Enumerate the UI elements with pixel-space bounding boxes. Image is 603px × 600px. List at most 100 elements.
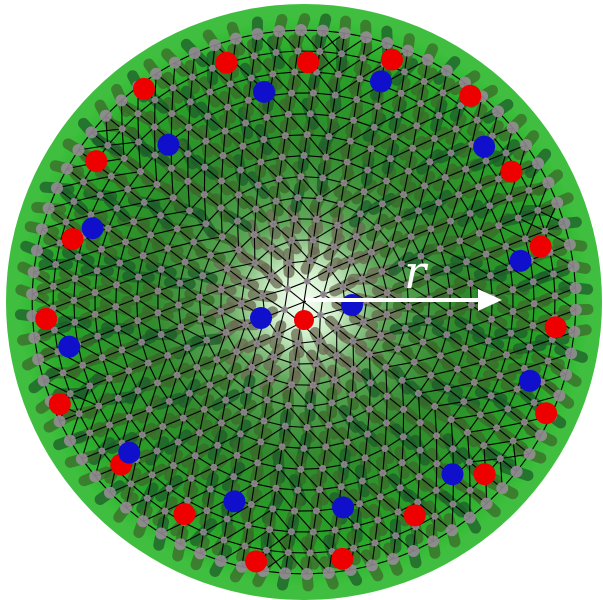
mesh-node bbox=[386, 155, 394, 163]
mesh-edge bbox=[471, 304, 492, 320]
mesh-edge bbox=[359, 496, 381, 505]
mesh-node bbox=[435, 199, 443, 207]
mesh-edge bbox=[382, 448, 386, 474]
mesh-edge bbox=[507, 408, 525, 423]
mesh-edge bbox=[281, 446, 302, 470]
mesh-edge bbox=[164, 488, 170, 512]
mesh-edge bbox=[307, 424, 329, 429]
mesh-node bbox=[135, 138, 143, 146]
mesh-node bbox=[306, 257, 314, 265]
mesh-edge bbox=[316, 355, 337, 365]
mesh-node bbox=[405, 303, 413, 311]
mesh-edge bbox=[368, 382, 371, 410]
mesh-node bbox=[427, 371, 435, 379]
mesh-node bbox=[350, 544, 358, 552]
mesh-edge bbox=[395, 511, 399, 536]
mesh-edge bbox=[117, 328, 123, 351]
mesh-edge bbox=[319, 486, 342, 491]
red-defect bbox=[297, 51, 320, 74]
mesh-node bbox=[297, 465, 305, 473]
mesh-edge bbox=[260, 139, 265, 163]
mesh-node bbox=[75, 452, 88, 465]
mesh-edge bbox=[397, 348, 415, 363]
mesh-node bbox=[133, 295, 141, 303]
mesh-edge bbox=[390, 147, 413, 160]
mesh-edge bbox=[303, 448, 324, 469]
mesh-node bbox=[433, 460, 441, 468]
mesh-edge bbox=[240, 169, 259, 186]
mesh-node bbox=[140, 198, 148, 206]
mesh-node bbox=[551, 292, 559, 300]
mesh-edge bbox=[97, 327, 118, 337]
mesh-edge bbox=[446, 334, 466, 349]
mesh-edge bbox=[255, 185, 259, 210]
mesh-edge bbox=[263, 117, 268, 140]
mesh-edge bbox=[253, 234, 272, 249]
mesh-edge bbox=[117, 327, 142, 343]
mesh-edge bbox=[418, 476, 437, 491]
mesh-edge bbox=[207, 106, 228, 117]
mesh-edge bbox=[393, 125, 417, 138]
mesh-node bbox=[550, 270, 558, 278]
mesh-node bbox=[235, 560, 248, 573]
mesh-node bbox=[291, 68, 299, 76]
mesh-node bbox=[239, 142, 247, 150]
red-defect bbox=[48, 393, 71, 416]
mesh-edge bbox=[430, 374, 448, 389]
mesh-edge bbox=[397, 218, 412, 237]
mesh-edge bbox=[65, 201, 75, 223]
mesh-edge bbox=[416, 114, 440, 127]
mesh-edge bbox=[306, 113, 311, 135]
mesh-edge bbox=[251, 73, 273, 79]
mesh-node bbox=[381, 37, 394, 50]
mesh-edge bbox=[137, 99, 156, 115]
mesh-node bbox=[257, 438, 265, 446]
mesh-edge bbox=[291, 239, 314, 242]
mesh-edge bbox=[364, 433, 369, 458]
mesh-edge bbox=[205, 130, 226, 142]
blue-defect bbox=[369, 70, 392, 93]
mesh-edge bbox=[187, 180, 205, 196]
mesh-edge bbox=[341, 53, 364, 59]
mesh-edge bbox=[386, 180, 405, 196]
mesh-edge bbox=[244, 545, 267, 551]
mesh-edge bbox=[187, 127, 190, 154]
mesh-edge bbox=[408, 306, 429, 322]
mesh-node bbox=[447, 217, 455, 225]
mesh-edge bbox=[247, 389, 268, 401]
mesh-edge bbox=[209, 359, 218, 386]
mesh-node bbox=[203, 507, 211, 515]
mesh-edge bbox=[186, 478, 192, 501]
mesh-edge bbox=[367, 422, 387, 435]
mesh-edge bbox=[294, 71, 314, 94]
mesh-node bbox=[217, 285, 225, 293]
mesh-node bbox=[397, 89, 405, 97]
mesh-edge bbox=[430, 355, 441, 376]
mesh-node bbox=[306, 110, 314, 118]
mesh-node bbox=[378, 267, 386, 275]
mesh-edge bbox=[227, 99, 249, 108]
mesh-node bbox=[194, 547, 207, 560]
mesh-edge bbox=[77, 343, 103, 359]
mesh-edge bbox=[397, 210, 419, 220]
red-defect bbox=[245, 550, 268, 573]
mesh-edge bbox=[303, 446, 326, 450]
mesh-node bbox=[259, 292, 267, 300]
mesh-node bbox=[401, 324, 409, 332]
mesh-edge bbox=[227, 106, 246, 124]
mesh-edge bbox=[137, 312, 159, 322]
mesh-edge bbox=[303, 155, 324, 179]
mesh-edge bbox=[403, 185, 425, 196]
mesh-edge bbox=[450, 419, 454, 449]
mesh-edge bbox=[465, 261, 471, 284]
mesh-node bbox=[520, 364, 528, 372]
mesh-edge bbox=[266, 549, 289, 554]
mesh-edge bbox=[344, 457, 366, 466]
mesh-edge bbox=[418, 202, 439, 212]
mesh-edge bbox=[370, 227, 378, 253]
mesh-node bbox=[482, 157, 490, 165]
mesh-edge bbox=[430, 220, 451, 230]
mesh-edge bbox=[270, 262, 290, 277]
mesh-edge bbox=[466, 253, 487, 263]
red-defect bbox=[544, 316, 567, 339]
